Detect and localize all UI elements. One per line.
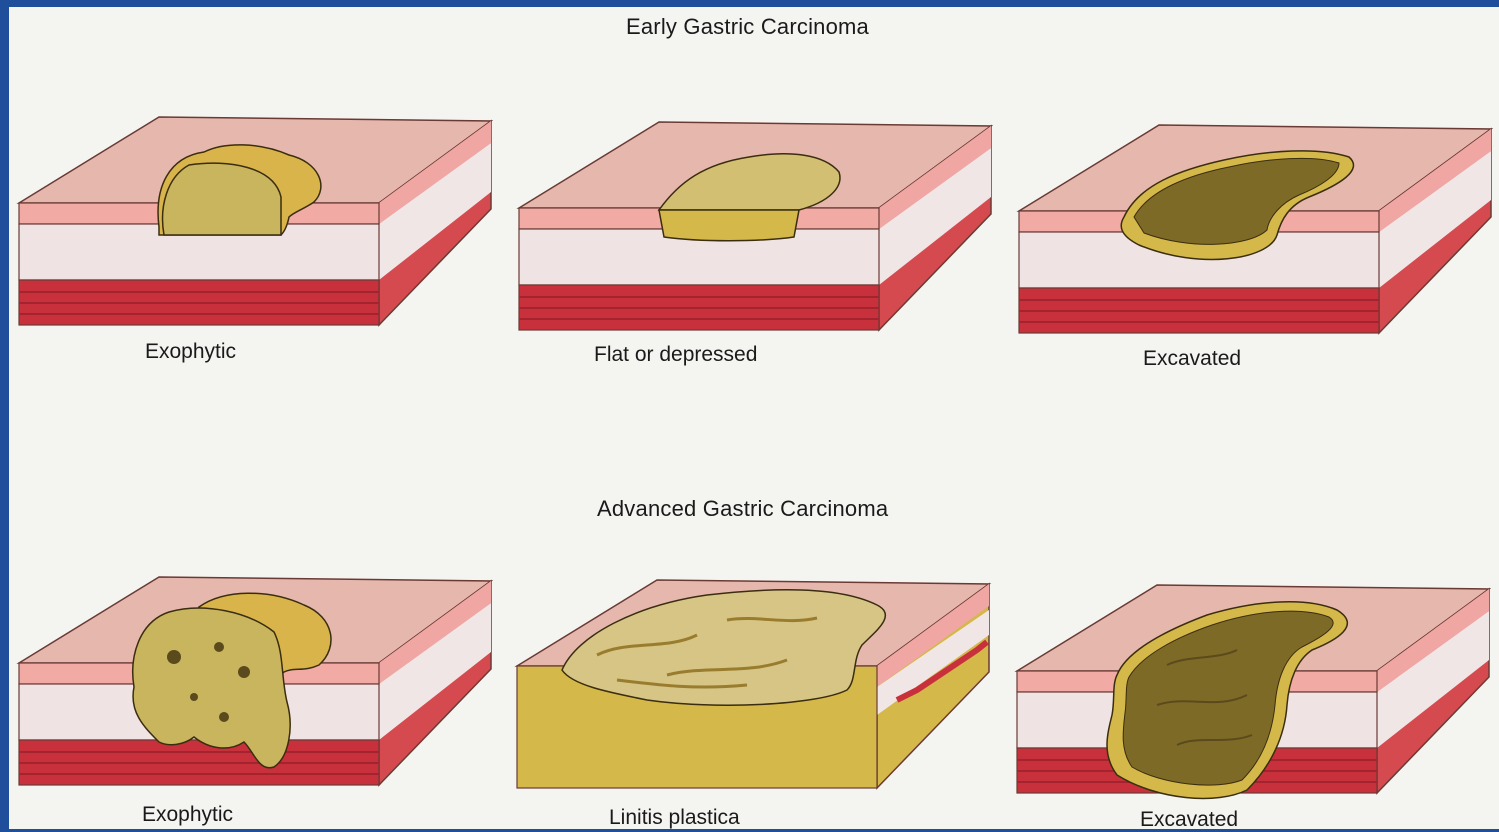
early-exophytic-illustration — [19, 117, 494, 332]
advanced-linitis-label: Linitis plastica — [609, 806, 740, 830]
early-exophytic-label: Exophytic — [145, 340, 236, 364]
advanced-excavated-illustration — [1017, 585, 1492, 800]
diagram-canvas: Early Gastric Carcinoma Advanced Gastric… — [9, 7, 1499, 829]
early-flat-illustration — [519, 122, 994, 337]
advanced-linitis-illustration — [517, 580, 992, 795]
early-carcinoma-title: Early Gastric Carcinoma — [626, 14, 869, 40]
advanced-exophytic-label: Exophytic — [142, 803, 233, 827]
early-excavated-label: Excavated — [1143, 347, 1241, 371]
advanced-excavated-label: Excavated — [1140, 808, 1238, 832]
early-flat-label: Flat or depressed — [594, 343, 757, 367]
advanced-carcinoma-title: Advanced Gastric Carcinoma — [597, 496, 888, 522]
advanced-exophytic-illustration — [19, 577, 494, 792]
early-excavated-illustration — [1019, 125, 1494, 340]
